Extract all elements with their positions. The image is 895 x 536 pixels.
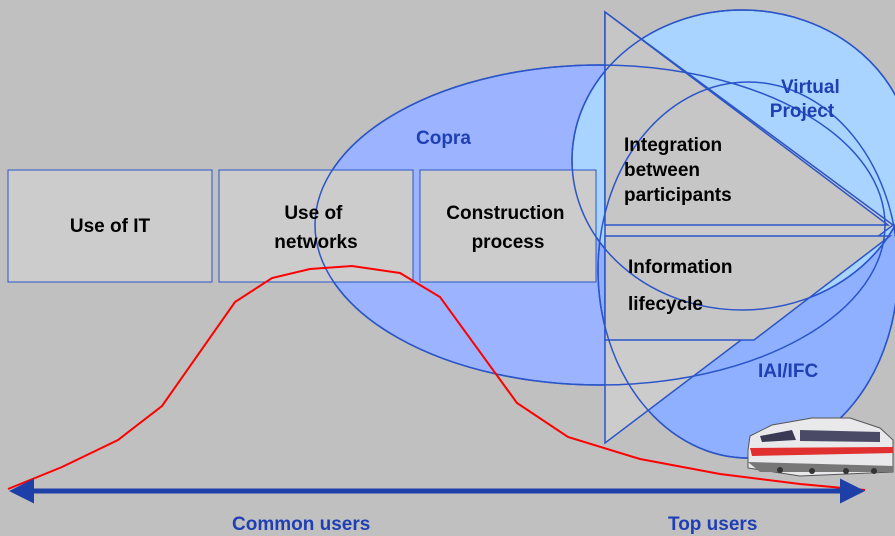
triangle-lower-panel (604, 235, 893, 341)
use-of-it-label: Use of IT (70, 216, 151, 237)
common-users-label: Common users (232, 514, 370, 535)
high-speed-train-icon (747, 417, 894, 477)
construction-process-label: Construction process (446, 203, 570, 253)
virtual-project-label: Virtual Project (770, 77, 845, 122)
integration-label: Integration between participants (624, 135, 732, 206)
iai-ifc-label: IAI/IFC (758, 361, 818, 382)
adoption-curve (7, 264, 866, 491)
triangle-upper-panel (604, 10, 891, 226)
top-users-label: Top users (668, 514, 757, 535)
copra-ellipse-outline (314, 64, 886, 386)
box-construction-process (419, 169, 597, 283)
information-lifecycle-label: Information lifecycle (628, 257, 738, 315)
box-use-of-networks (218, 169, 414, 283)
virtual-project-outline (571, 9, 895, 311)
box-use-of-it (7, 169, 213, 283)
copra-label: Copra (416, 128, 471, 149)
use-of-networks-label: Use of networks (274, 203, 357, 253)
